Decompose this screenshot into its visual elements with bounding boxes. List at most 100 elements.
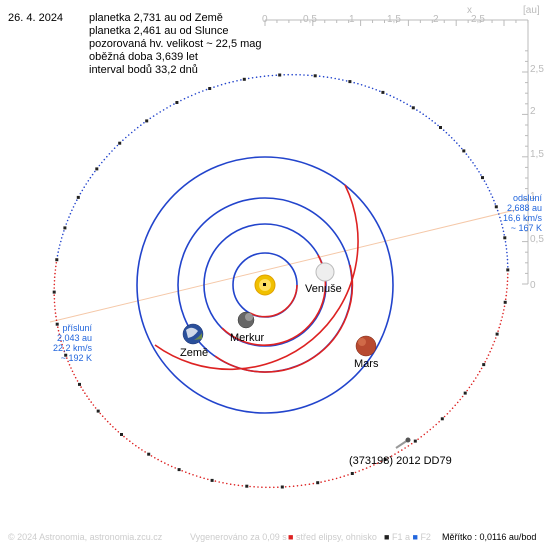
orbit-period-marker [463, 391, 467, 395]
orbit-dot [501, 227, 504, 229]
orbit-dot [125, 136, 127, 139]
orbit-dot [170, 465, 173, 468]
orbit-dot [70, 367, 72, 369]
orbit-dot [54, 269, 57, 271]
orbit-dot [228, 81, 231, 84]
orbit-dot [470, 383, 473, 386]
orbit-dot [116, 144, 119, 147]
orbit-dot [188, 472, 191, 475]
x-tick-label: 1,5 [387, 14, 401, 25]
orbit-period-marker [482, 363, 486, 367]
orbit-period-marker [55, 258, 59, 262]
y-tick-label: 2 [530, 106, 536, 117]
orbit-dot [154, 457, 156, 459]
orbit-dot [506, 258, 509, 261]
orbit-dot [136, 126, 139, 129]
orbit-dot [54, 305, 56, 307]
orbit-dot [484, 361, 487, 363]
orbit-dot [492, 344, 494, 346]
orbit-dot [133, 129, 136, 131]
orbit-dot [160, 460, 163, 463]
orbit-dot [57, 329, 60, 332]
orbit-dot [291, 73, 294, 76]
orbit-period-marker [210, 478, 214, 482]
orbit-dot [249, 485, 251, 488]
orbit-dot [152, 115, 155, 117]
orbit-dot [498, 326, 501, 329]
orbit-period-marker [350, 472, 354, 475]
orbit-dot [467, 156, 470, 158]
orbit-dot [195, 475, 198, 477]
orbit-dot [461, 395, 464, 398]
y-tick-label: 0,5 [530, 234, 544, 245]
orbit-dot [217, 85, 219, 87]
orbit-dot [423, 433, 426, 436]
orbit-dot [328, 479, 330, 482]
orbit-dot [233, 484, 236, 486]
orbit-dot [429, 428, 432, 431]
orbit-period-marker [245, 484, 249, 488]
orbit-dot [149, 117, 152, 120]
orbit-dot [490, 193, 492, 195]
orbit-dot [94, 407, 97, 409]
orbit-dot [493, 199, 495, 202]
orbit-dot [66, 219, 69, 222]
orbit-dot [271, 74, 274, 77]
orbit-dot [485, 183, 488, 186]
orbit-dot [123, 435, 125, 438]
orbit-dot [505, 248, 508, 250]
orbit-period-marker [503, 236, 507, 240]
orbit-dot [312, 482, 315, 485]
orbit-dot [376, 462, 379, 465]
orbit-dot [166, 107, 168, 109]
orbit-dot [401, 449, 403, 451]
orbit-dot [451, 407, 454, 410]
orbit-dot [180, 99, 182, 102]
orbit-period-marker [383, 458, 387, 461]
orbit-dot [380, 460, 382, 463]
orbit-dot [438, 421, 440, 423]
orbit-dot [202, 90, 204, 92]
orbit-dot [143, 122, 145, 124]
orbit-dot [397, 451, 400, 453]
orbit-dot [499, 323, 502, 325]
orbit-dot [334, 77, 337, 80]
y-tick-label: 1,5 [530, 149, 544, 160]
orbit-dot [53, 280, 56, 282]
orbit-dot [375, 89, 378, 91]
orbit-dot [506, 251, 508, 254]
orbit-dot [472, 380, 475, 383]
orbit-dot [478, 171, 480, 173]
orbit-dot [58, 333, 61, 336]
orbit-dot [456, 401, 459, 404]
orbit-dot [288, 485, 291, 488]
orbit-dot [347, 474, 349, 476]
orbit-dot [506, 276, 509, 279]
orbit-period-marker [55, 322, 59, 326]
orbit-dot [490, 347, 493, 350]
orbit-dot [80, 386, 82, 388]
orbit-dot [422, 113, 425, 115]
venus-icon [315, 262, 335, 282]
orbit-dot [92, 404, 95, 406]
orbit-dot [53, 294, 55, 297]
x-tick-label: 2,5 [471, 14, 485, 25]
y-tick-label: 2,5 [530, 64, 544, 75]
orbit-period-marker [147, 452, 151, 456]
orbit-dot [122, 139, 124, 141]
orbit-dot [106, 155, 108, 158]
orbit-dot [483, 180, 486, 182]
orbit-dot [104, 418, 106, 420]
orbit-dot [62, 233, 64, 236]
earth-label: Země [180, 347, 209, 359]
perihelion-info: přísluní 2,043 au 22,2 km/s ~ 192 K [38, 323, 92, 363]
orbit-dot [167, 464, 169, 466]
mars-icon [355, 335, 377, 357]
orbit-dot [265, 486, 267, 489]
orbit-dot [54, 308, 56, 311]
orbit-dot [409, 105, 412, 107]
orbit-dot [205, 88, 208, 91]
orbit-dot [150, 455, 153, 457]
orbit-dot [450, 137, 453, 139]
orbit-dot [446, 413, 449, 415]
